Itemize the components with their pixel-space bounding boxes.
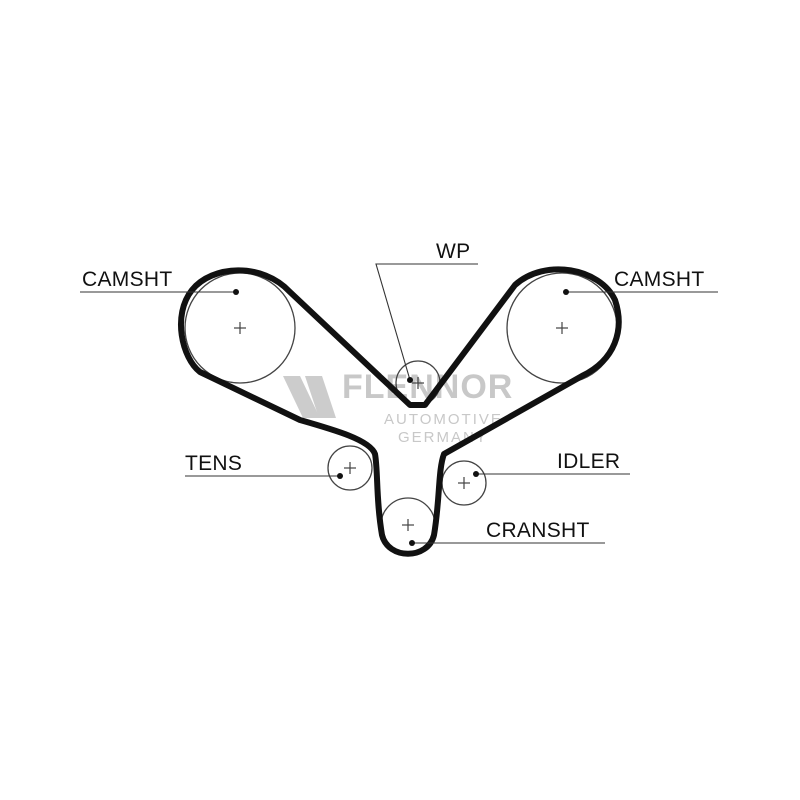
anchor-dots (233, 289, 569, 546)
label-camshaft-right: CAMSHT (614, 268, 704, 291)
center-marks (234, 322, 568, 531)
flennor-logo-icon (283, 376, 336, 418)
leader-water-pump (375, 263, 478, 381)
watermark-line1: AUTOMOTIVE (384, 411, 503, 428)
tensioner-pulley (327, 445, 373, 491)
label-crankshaft: CRANSHT (486, 519, 590, 542)
leader-lines (80, 263, 718, 544)
label-idler: IDLER (557, 450, 620, 473)
label-water-pump: WP (436, 240, 470, 263)
label-camshaft-left: CAMSHT (82, 268, 172, 291)
timing-belt (177, 266, 622, 557)
label-tensioner: TENS (185, 452, 242, 475)
